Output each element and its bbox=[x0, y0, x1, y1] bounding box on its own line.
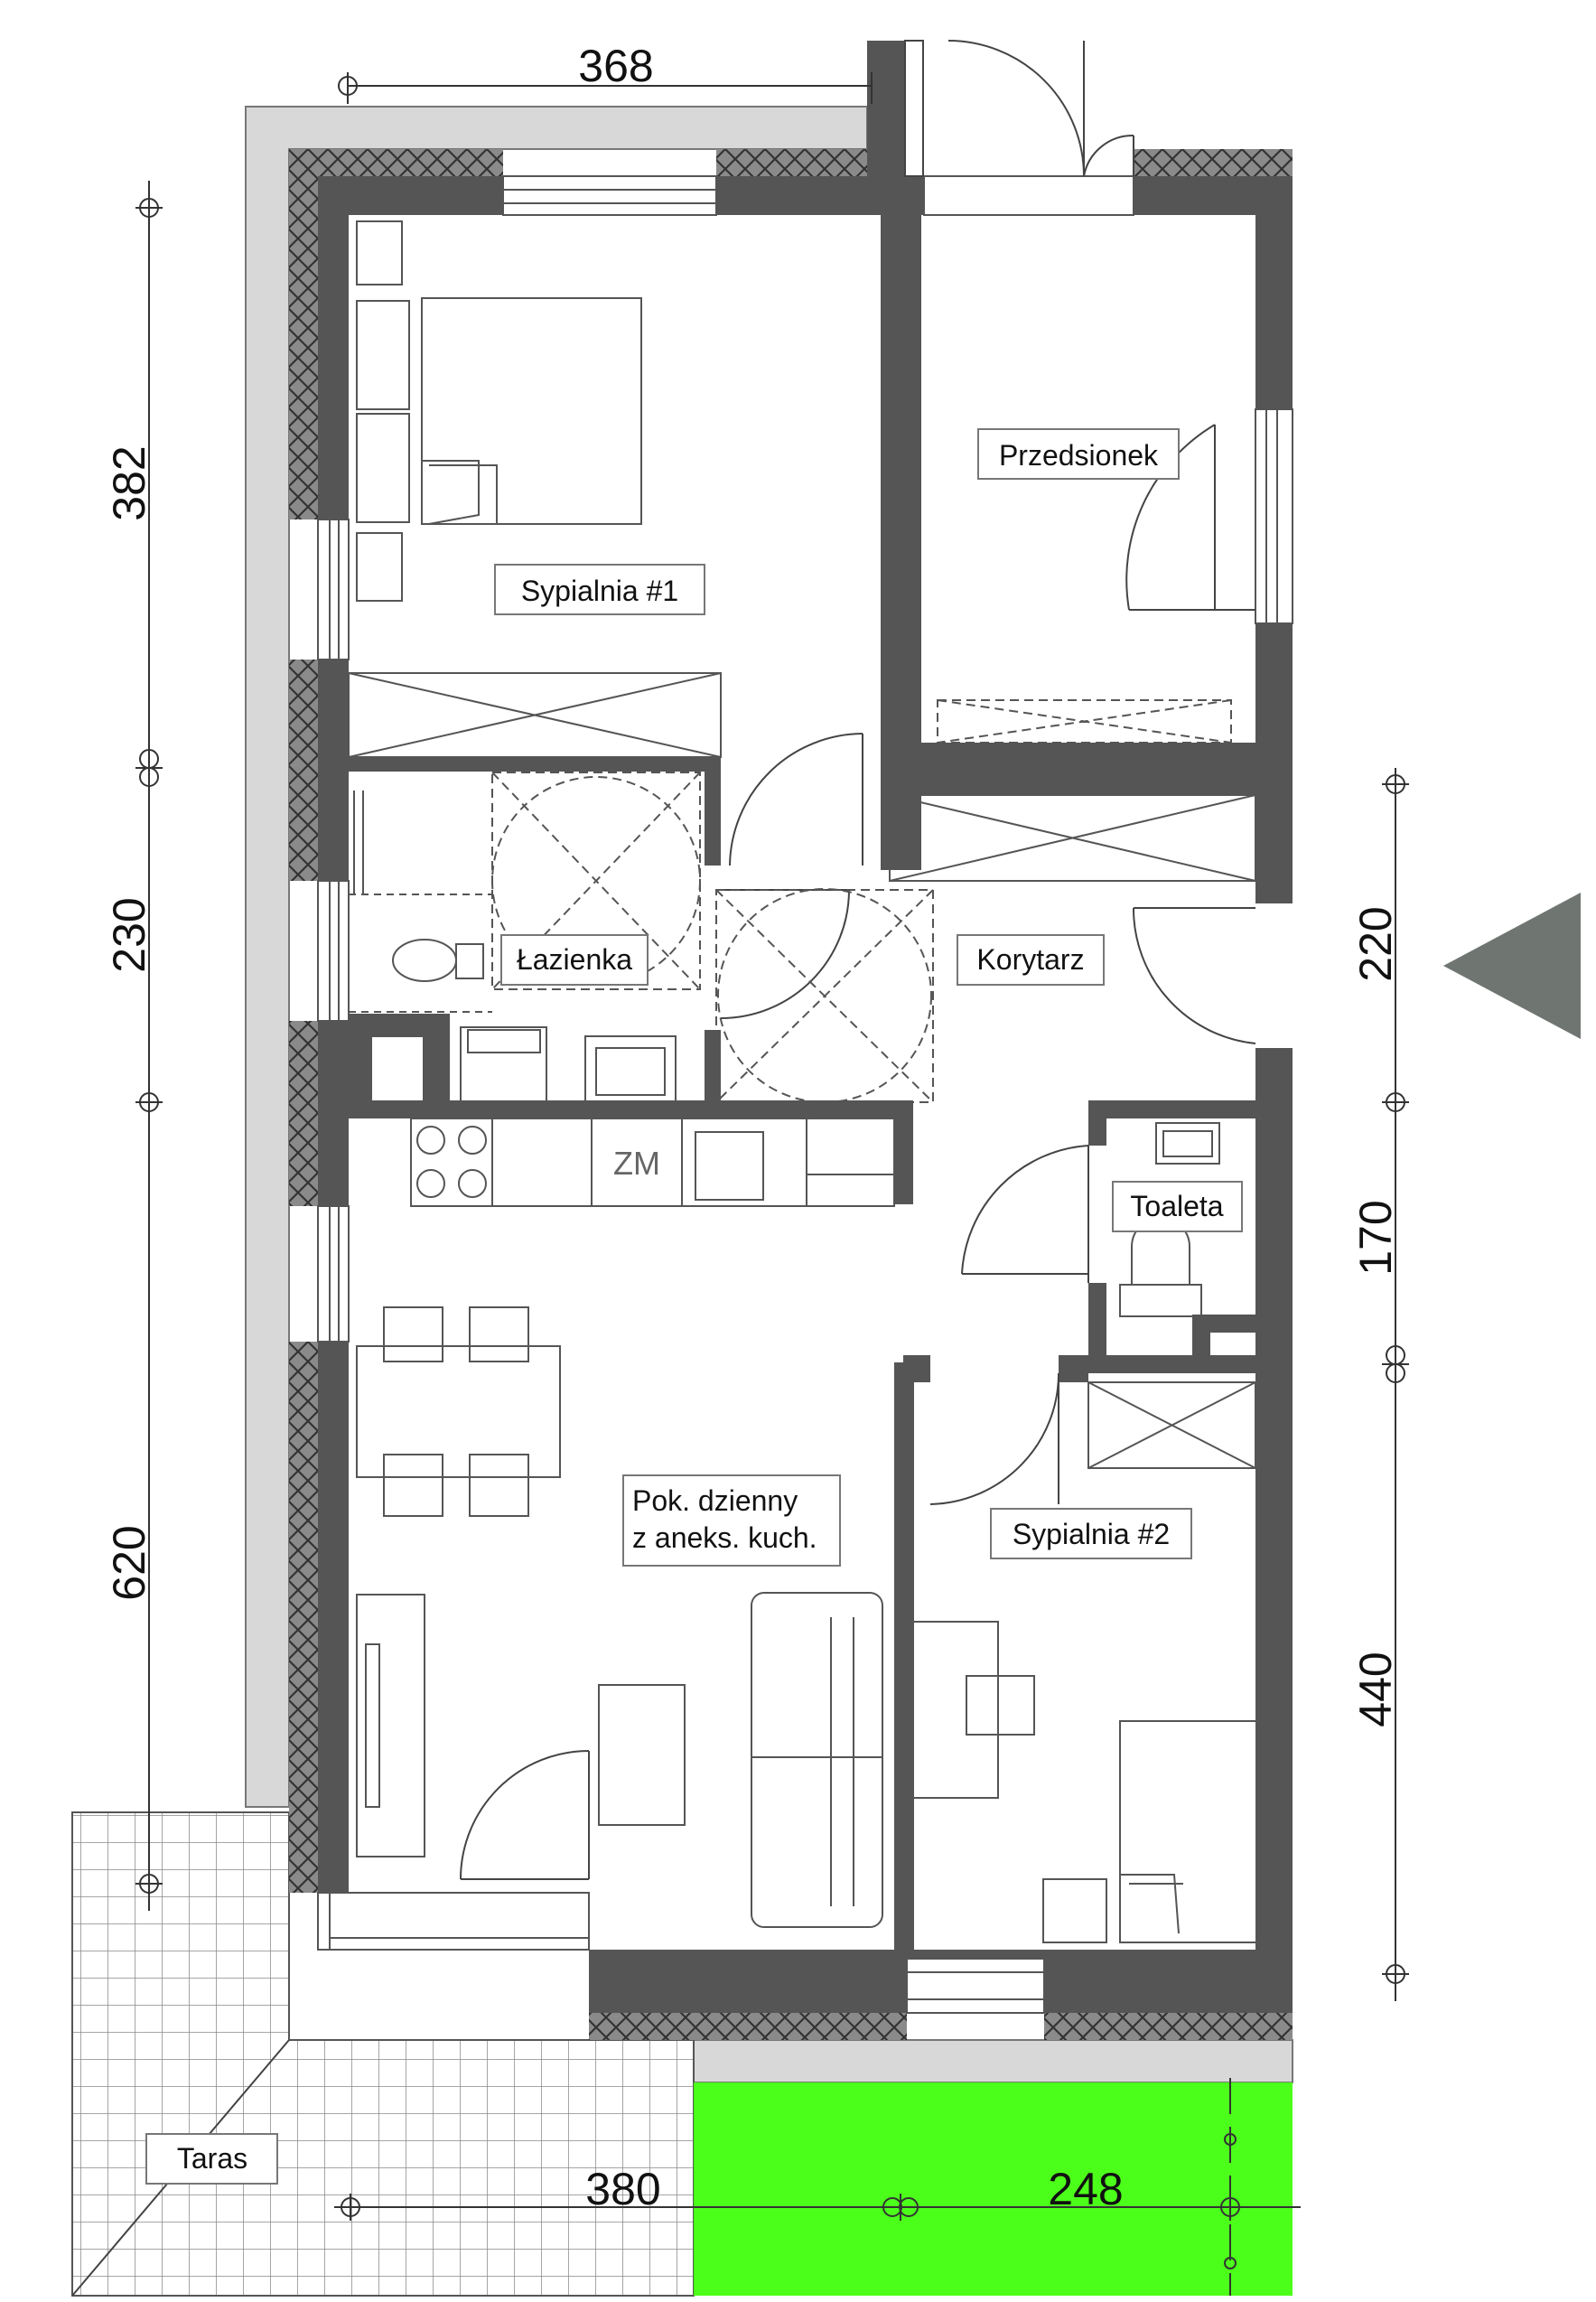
label-lazienka: Łazienka bbox=[500, 934, 649, 986]
bedroom1-furniture bbox=[356, 220, 642, 602]
room-name-korytarz: Korytarz bbox=[976, 943, 1084, 976]
doors bbox=[460, 40, 1256, 1880]
label-przedsionek: Przedsionek bbox=[977, 428, 1180, 480]
dimension-lines bbox=[135, 72, 1409, 2296]
room-name-sypialnia-1: Sypialnia #1 bbox=[521, 575, 678, 607]
room-name-taras: Taras bbox=[177, 2142, 247, 2175]
living-furniture bbox=[356, 1306, 883, 1928]
label-pokoj-dzienny: Pok. dzienny z aneks. kuch. bbox=[622, 1474, 841, 1567]
insulation bbox=[289, 149, 1293, 2040]
kitchen-fixtures bbox=[410, 1118, 895, 1207]
outer-band bbox=[245, 106, 1293, 2083]
dim-left-bottom: 620 bbox=[104, 1525, 154, 1600]
wardrobes bbox=[348, 672, 1256, 1469]
dim-left-top: 382 bbox=[104, 445, 154, 520]
room-name-przedsionek: Przedsionek bbox=[999, 439, 1159, 472]
washer-label: ZM bbox=[613, 1145, 660, 1182]
dim-right-mid: 170 bbox=[1350, 1200, 1401, 1275]
room-name-sypialnia-2: Sypialnia #2 bbox=[1013, 1518, 1170, 1550]
north-arrow-icon bbox=[1443, 893, 1581, 1039]
dimension-labels: 368 382 230 620 220 170 440 380 248 bbox=[104, 41, 1401, 2214]
dim-top: 368 bbox=[578, 41, 653, 91]
label-taras: Taras bbox=[145, 2133, 278, 2185]
garden-area bbox=[694, 2082, 1293, 2296]
dim-bottom-right: 248 bbox=[1048, 2164, 1123, 2214]
windows bbox=[317, 175, 1293, 2014]
label-sypialnia-1: Sypialnia #1 bbox=[494, 564, 705, 615]
dim-right-top: 220 bbox=[1350, 906, 1401, 981]
dim-left-mid: 230 bbox=[104, 897, 154, 972]
room-name-lazienka: Łazienka bbox=[517, 943, 632, 976]
label-korytarz: Korytarz bbox=[957, 934, 1105, 986]
walls bbox=[318, 41, 1293, 2013]
dim-bottom-left: 380 bbox=[585, 2164, 660, 2214]
terrace bbox=[71, 1811, 695, 2297]
room-name-toaleta: Toaleta bbox=[1130, 1190, 1223, 1222]
dim-right-bottom: 440 bbox=[1350, 1652, 1401, 1726]
room-labels: Sypialnia #1 Przedsionek Łazienka Koryta… bbox=[145, 428, 1243, 2185]
room-name-dzienny-line2: z aneks. kuch. bbox=[632, 1521, 817, 1554]
room-name-dzienny-line1: Pok. dzienny bbox=[632, 1484, 798, 1517]
bedroom2-furniture bbox=[907, 1621, 1261, 1943]
label-toaleta: Toaleta bbox=[1112, 1181, 1243, 1232]
label-sypialnia-2: Sypialnia #2 bbox=[990, 1508, 1192, 1559]
